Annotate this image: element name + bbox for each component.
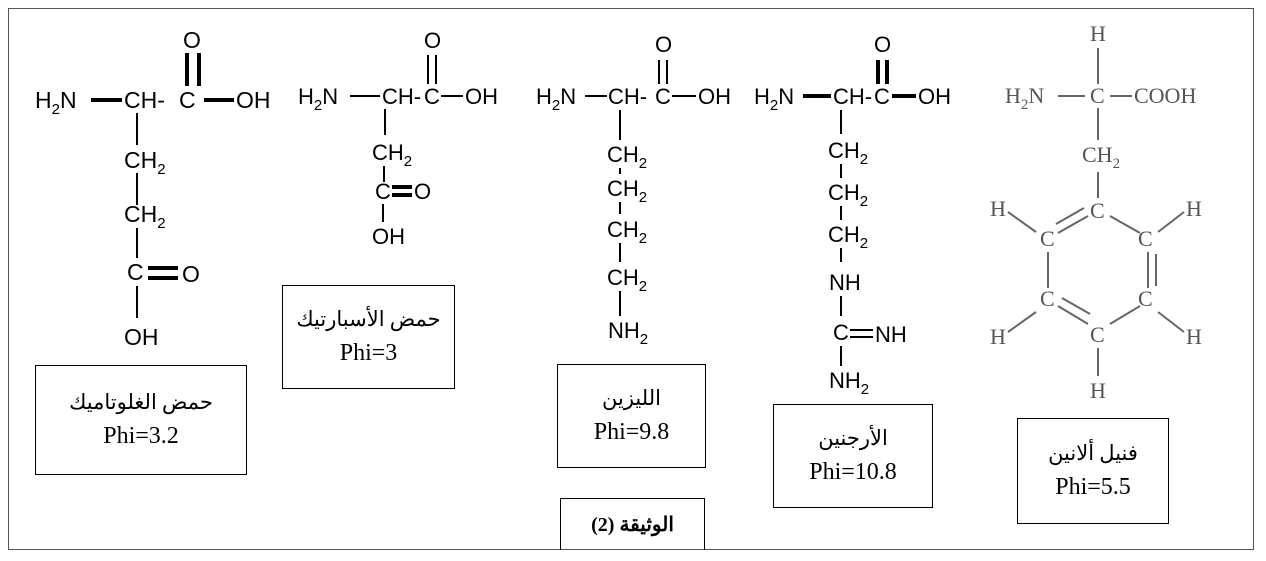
svg-text:CH-: CH- [833, 84, 872, 109]
svg-text:H: H [990, 324, 1006, 349]
aspartic-acid-structure: H2N CH- C OH O CH2 C O OH [298, 28, 498, 249]
svg-text:OH: OH [465, 84, 498, 109]
svg-text:OH: OH [698, 84, 731, 109]
svg-text:CH2: CH2 [607, 176, 647, 206]
label-phenylalanine: فنيل ألانين Phi=5.5 [1017, 418, 1169, 524]
svg-text:CH2: CH2 [607, 142, 647, 172]
svg-text:CH-: CH- [382, 84, 421, 109]
svg-text:C: C [1090, 83, 1105, 108]
svg-text:C: C [874, 84, 890, 109]
svg-text:NH2: NH2 [608, 318, 648, 348]
svg-text:C: C [179, 87, 196, 113]
arginine-structure: H2N CH- C OH O CH2 CH2 CH2 NH C NH NH2 [754, 32, 951, 398]
svg-text:OH: OH [918, 84, 951, 109]
svg-text:CH2: CH2 [828, 222, 868, 252]
svg-text:C: C [1138, 286, 1153, 311]
svg-text:H: H [990, 196, 1006, 221]
svg-text:CH2: CH2 [1082, 142, 1120, 172]
svg-text:H2N: H2N [1005, 83, 1044, 113]
svg-text:CH2: CH2 [124, 201, 166, 232]
svg-text:C: C [1138, 226, 1153, 251]
svg-text:O: O [182, 261, 200, 287]
svg-text:CH2: CH2 [607, 265, 647, 295]
svg-text:OH: OH [124, 324, 159, 350]
arginine-phi: Phi=10.8 [809, 459, 897, 485]
lysine-phi: Phi=9.8 [593, 419, 670, 445]
svg-text:H: H [1090, 378, 1106, 403]
svg-text:H2N: H2N [298, 84, 338, 114]
svg-text:H: H [1186, 196, 1202, 221]
svg-text:CH2: CH2 [124, 147, 166, 178]
label-glutamic-acid: حمض الغلوتاميك Phi=3.2 [35, 365, 247, 475]
svg-text:CH-: CH- [124, 87, 165, 113]
svg-text:O: O [874, 32, 891, 57]
figure-frame [8, 8, 1254, 550]
label-arginine: الأرجنين Phi=10.8 [773, 404, 933, 508]
svg-text:H: H [1186, 324, 1202, 349]
aspartic-acid-name: حمض الأسبارتيك [296, 307, 441, 331]
svg-text:H: H [1090, 21, 1106, 46]
svg-text:O: O [424, 28, 441, 53]
svg-text:COOH: COOH [1134, 83, 1196, 108]
svg-text:C: C [1090, 198, 1105, 223]
aspartic-acid-phi: Phi=3 [339, 340, 398, 366]
phenylalanine-structure: H H2N C COOH CH2 C C C C C C H H H H [990, 21, 1202, 403]
svg-text:OH: OH [372, 224, 405, 249]
svg-text:C: C [833, 320, 849, 345]
svg-text:H2N: H2N [35, 87, 77, 118]
svg-text:CH2: CH2 [828, 138, 868, 168]
svg-text:OH: OH [236, 87, 271, 113]
svg-text:C: C [1040, 286, 1055, 311]
svg-text:CH2: CH2 [607, 217, 647, 247]
svg-text:C: C [1090, 322, 1105, 347]
svg-text:C: C [375, 179, 391, 204]
lysine-name: الليزين [602, 386, 661, 410]
svg-text:C: C [655, 84, 671, 109]
glutamic-acid-phi: Phi=3.2 [103, 423, 179, 449]
arginine-name: الأرجنين [818, 426, 888, 450]
lysine-structure: H2N CH- C OH O CH2 CH2 CH2 CH2 NH2 [536, 32, 731, 348]
svg-text:CH-: CH- [608, 84, 647, 109]
svg-text:H2N: H2N [754, 84, 794, 114]
label-lysine: الليزين Phi=9.8 [557, 364, 706, 468]
svg-text:O: O [655, 32, 672, 57]
document-label: الوثيقة (2) [560, 498, 705, 550]
svg-text:NH2: NH2 [829, 368, 869, 398]
svg-text:C: C [1040, 226, 1055, 251]
svg-text:NH: NH [875, 322, 907, 347]
svg-text:H2N: H2N [536, 84, 576, 114]
glutamic-acid-name: حمض الغلوتاميك [69, 390, 213, 414]
phenylalanine-name: فنيل ألانين [1048, 441, 1138, 465]
svg-text:NH: NH [829, 270, 861, 295]
glutamic-acid-structure: H2N CH- C OH O CH2 CH2 C O OH [35, 27, 271, 350]
svg-text:O: O [414, 179, 431, 204]
svg-text:CH2: CH2 [828, 180, 868, 210]
svg-text:C: C [424, 84, 440, 109]
label-aspartic-acid: حمض الأسبارتيك Phi=3 [282, 285, 455, 389]
svg-text:C: C [127, 259, 144, 285]
svg-text:O: O [183, 27, 201, 53]
phenylalanine-phi: Phi=5.5 [1055, 474, 1131, 500]
svg-text:CH2: CH2 [372, 140, 412, 170]
